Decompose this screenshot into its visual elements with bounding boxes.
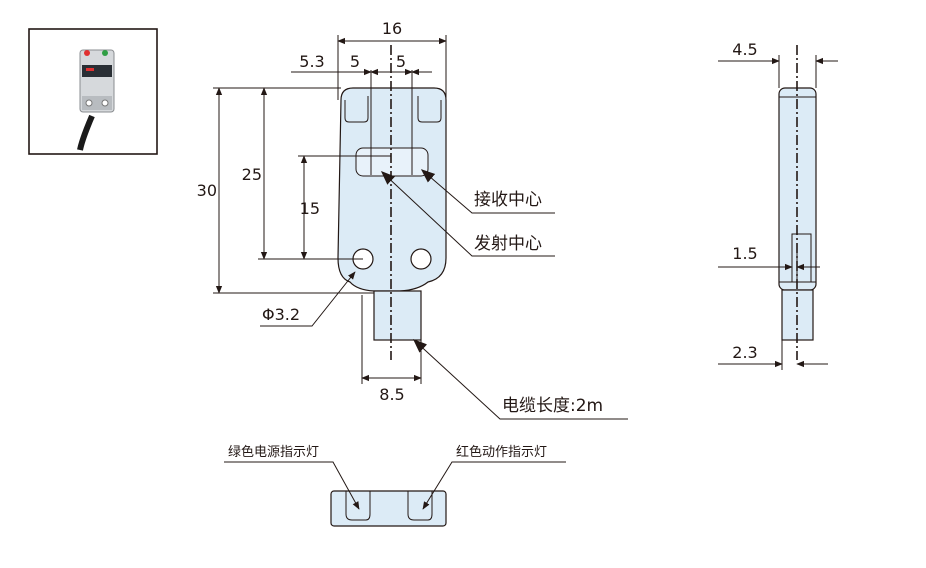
- cable: [373, 290, 422, 341]
- dim-hole-diameter: Φ3.2: [262, 305, 300, 324]
- dim-half-left-5: 5: [350, 52, 360, 71]
- callout-cable-length: 电缆长度:2m: [502, 396, 603, 416]
- product-photo: [28, 28, 158, 155]
- label-green-power-indicator: 绿色电源指示灯: [228, 444, 319, 460]
- dim-side-2-3: 2.3: [732, 343, 757, 362]
- sensor-body-front: [337, 87, 447, 292]
- dim-half-right-5: 5: [396, 52, 406, 71]
- dim-offset-5-3: 5.3: [299, 52, 324, 71]
- sensor-top: [330, 490, 447, 527]
- dim-height-15: 15: [300, 199, 320, 218]
- lens-window: [355, 147, 429, 177]
- side-view: 4.5 1.5 2.3: [718, 40, 838, 370]
- top-view: 绿色电源指示灯 红色动作指示灯: [224, 444, 566, 527]
- dim-side-4-5: 4.5: [732, 40, 757, 59]
- dim-cable-8-5: 8.5: [379, 385, 404, 404]
- dim-height-25: 25: [242, 165, 262, 184]
- callout-receiver-center: 接收中心: [474, 190, 542, 210]
- dim-side-1-5: 1.5: [732, 244, 757, 263]
- mount-hole-right: [410, 248, 432, 270]
- dim-height-30: 30: [197, 181, 217, 200]
- label-red-action-indicator: 红色动作指示灯: [456, 444, 547, 460]
- callout-emitter-center: 发射中心: [474, 234, 542, 254]
- front-view: 16 5.3 5 5 30 25 15 Φ3.2 8.5 接收中心 发射中: [197, 19, 628, 420]
- dim-width-16: 16: [382, 19, 402, 38]
